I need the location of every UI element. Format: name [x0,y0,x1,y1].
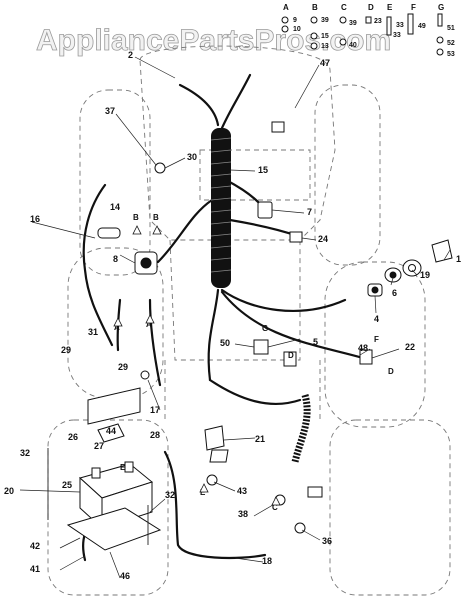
svg-text:D: D [288,351,294,360]
svg-text:A: A [146,320,152,329]
svg-text:29: 29 [118,362,128,372]
svg-text:F: F [411,3,416,12]
svg-text:46: 46 [120,571,130,581]
svg-text:32: 32 [165,490,175,500]
svg-text:A: A [114,323,120,332]
svg-text:32: 32 [20,448,30,458]
svg-text:33: 33 [393,32,401,39]
svg-text:39: 39 [349,20,357,27]
svg-text:29: 29 [61,345,71,355]
svg-text:E: E [387,3,393,12]
svg-text:19: 19 [420,270,430,280]
svg-text:B: B [153,213,159,222]
svg-text:14: 14 [110,202,120,212]
svg-text:D: D [388,367,394,376]
svg-text:24: 24 [318,234,328,244]
svg-text:22: 22 [405,342,415,352]
hardware-legend: A B C D E F G 9 10 39 15 13 39 40 23 33 … [281,3,455,58]
coiled-loom [210,128,311,463]
svg-text:A: A [283,3,289,12]
svg-text:7: 7 [307,207,312,217]
tractor-outline [47,45,451,596]
svg-text:15: 15 [258,165,268,175]
svg-text:42: 42 [30,541,40,551]
svg-text:C: C [341,3,347,12]
svg-text:2: 2 [128,50,133,60]
svg-text:51: 51 [447,25,455,32]
svg-text:50: 50 [220,338,230,348]
svg-text:27: 27 [94,441,104,451]
svg-text:41: 41 [30,564,40,574]
svg-text:9: 9 [293,17,297,24]
svg-text:28: 28 [150,430,160,440]
svg-text:44: 44 [106,426,116,436]
svg-text:17: 17 [150,405,160,415]
svg-text:39: 39 [321,17,329,24]
svg-text:6: 6 [392,288,397,298]
svg-text:1: 1 [456,254,461,264]
svg-text:D: D [368,3,374,12]
svg-text:15: 15 [321,33,329,40]
svg-text:21: 21 [255,434,265,444]
svg-text:E: E [200,488,206,497]
svg-text:B: B [312,3,318,12]
svg-text:16: 16 [30,214,40,224]
svg-text:33: 33 [396,22,404,29]
svg-text:F: F [374,335,379,344]
svg-text:B: B [133,213,139,222]
watermark: AppliancePartsPros.com [36,24,391,57]
svg-text:48: 48 [358,343,368,353]
svg-text:31: 31 [88,327,98,337]
svg-text:49: 49 [418,23,426,30]
svg-text:38: 38 [238,509,248,519]
svg-text:20: 20 [4,486,14,496]
svg-text:13: 13 [321,43,329,50]
svg-text:37: 37 [105,106,115,116]
parts [47,121,453,551]
svg-text:30: 30 [187,152,197,162]
svg-text:E: E [120,463,126,472]
svg-text:47: 47 [320,58,330,68]
callout-labels: 2 47 37 30 15 16 14 7 24 1 19 6 4 8 31 2… [4,50,461,581]
svg-text:43: 43 [237,486,247,496]
svg-text:G: G [262,324,268,333]
svg-text:8: 8 [113,254,118,264]
svg-text:26: 26 [68,432,78,442]
svg-text:4: 4 [374,314,379,324]
svg-text:53: 53 [447,51,455,58]
svg-text:18: 18 [262,556,272,566]
svg-text:25: 25 [62,480,72,490]
svg-text:52: 52 [447,40,455,47]
svg-text:23: 23 [374,18,382,25]
svg-text:5: 5 [313,337,318,347]
svg-text:36: 36 [322,536,332,546]
letter-tags: A A B B G D F D E E C [113,213,394,512]
svg-text:10: 10 [293,26,301,33]
leader-lines [19,56,451,579]
svg-text:G: G [438,3,444,12]
svg-text:C: C [272,503,278,512]
svg-text:40: 40 [349,42,357,49]
